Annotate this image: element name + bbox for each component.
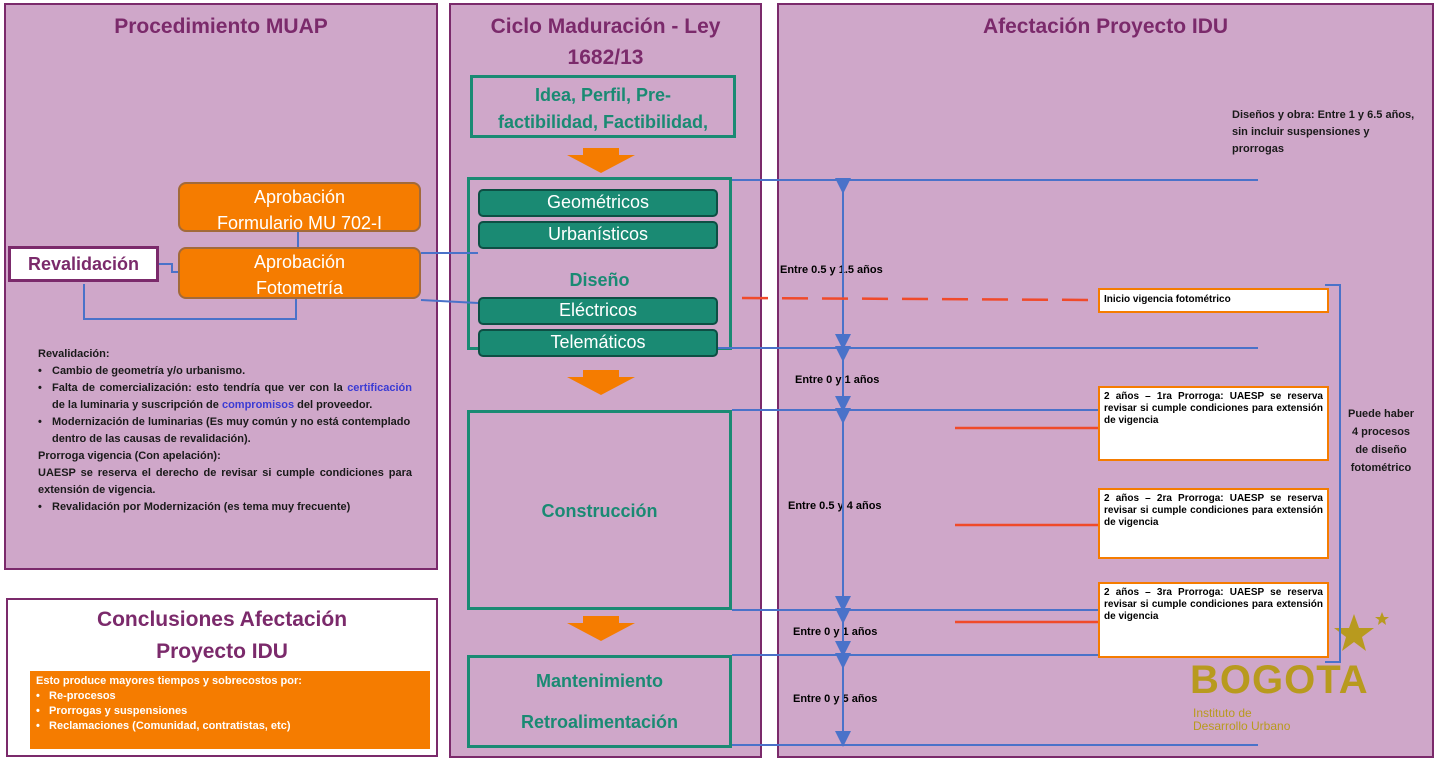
duration-label-1: Entre 0.5 y 1.5 años — [780, 264, 883, 276]
prorroga-text-1: 2 años – 1ra Prorroga: UAESP se reserva … — [1104, 391, 1323, 426]
prorroga-text-2: 2 años – 2ra Prorroga: UAESP se reserva … — [1104, 493, 1323, 528]
geometricos-box: Geométricos — [478, 189, 718, 217]
notes-bullet-2: • Falta de comercialización: esto tendrí… — [38, 382, 412, 411]
revalidacion-label: Revalidación — [27, 254, 140, 274]
conclusiones-panel: Conclusiones Afectación Proyecto IDU Est… — [6, 598, 438, 757]
construccion-label: Construcción — [541, 501, 658, 521]
idea-box: Idea, Perfil, Pre-factibilidad, Factibil… — [470, 75, 736, 138]
notes-prorroga: Prorroga vigencia (Con apelación): — [38, 450, 221, 462]
mantenimiento-box: Mantenimiento Retroalimentación — [467, 655, 732, 748]
inicio-vigencia-red-line — [741, 296, 1099, 302]
star-icon — [1334, 612, 1389, 651]
conclusiones-intro: Esto produce mayores tiempos y sobrecost… — [36, 675, 302, 687]
revalidacion-box: Revalidación — [8, 246, 159, 282]
conclusiones-title: Conclusiones Afectación Proyecto IDU — [96, 608, 348, 663]
mantenimiento-label: Mantenimiento — [535, 671, 663, 691]
urbanisticos-box: Urbanísticos — [478, 221, 718, 249]
down-arrow-2 — [567, 370, 635, 395]
logo-line1: Instituto de — [1193, 706, 1252, 720]
afectacion-title: Afectación Proyecto IDU — [982, 15, 1229, 38]
bogota-logo: BOGOTA Instituto de Desarrollo Urbano — [1190, 608, 1390, 738]
aprobacion-fotometria-line2: Fotometría — [255, 278, 344, 298]
conclusiones-item: • Reclamaciones (Comunidad, contratistas… — [36, 720, 291, 732]
notes-b2-mid: de la luminaria y suscripción de — [52, 399, 219, 411]
aprobacion-fotometria-line1: Aprobación — [253, 252, 346, 272]
certificacion-link[interactable]: certificación — [347, 382, 412, 394]
revalidacion-to-fotometria-connector — [159, 263, 178, 273]
down-arrow-1 — [567, 148, 635, 173]
construccion-box: Construcción — [467, 410, 732, 610]
notes-bullet-4: •Revalidación por Modernización (es tema… — [38, 501, 351, 513]
muap-title: Procedimiento MUAP — [114, 15, 328, 38]
prorroga-box-3: 2 años – 3ra Prorroga: UAESP se reserva … — [1098, 582, 1329, 658]
prorroga-text-3: 2 años – 3ra Prorroga: UAESP se reserva … — [1104, 587, 1323, 622]
compromisos-link[interactable]: compromisos — [221, 399, 295, 411]
electricos-box: Eléctricos — [478, 297, 718, 325]
aprobacion-formulario-line1: Aprobación — [253, 187, 346, 207]
telematicos-box: Telemáticos — [478, 329, 718, 357]
logo-name: BOGOTA — [1190, 658, 1369, 702]
inicio-vigencia-box: Inicio vigencia fotométrico — [1098, 288, 1329, 313]
ciclo-title: Ciclo Maduración - Ley 1682/13 — [490, 15, 721, 69]
idea-label: Idea, Perfil, Pre-factibilidad, Factibil… — [497, 85, 709, 132]
conclusiones-item: • Prorrogas y suspensiones — [36, 705, 188, 717]
notes-b2-post: del proveedor. — [297, 399, 373, 411]
disenos-obra-text: Diseños y obra: Entre 1 y 6.5 años, sin … — [1232, 109, 1415, 155]
prorroga-box-1: 2 años – 1ra Prorroga: UAESP se reserva … — [1098, 386, 1329, 461]
notes-uaesp: UAESP se reserva el derecho de revisar s… — [38, 467, 412, 496]
notes-b2-pre: Falta de comercialización: esto tendría … — [52, 382, 343, 394]
fotometria-to-electricos-connector — [420, 299, 479, 304]
aprobacion-formulario-box: Aprobación Formulario MU 702-I — [178, 182, 421, 233]
aprobacion-formulario-line2: Formulario MU 702-I — [216, 213, 383, 233]
duration-label-3: Entre 0.5 y 4 años — [788, 500, 882, 512]
conclusiones-item: • Re-procesos — [36, 690, 116, 702]
down-arrow-3 — [567, 616, 635, 641]
revalidacion-loop-connector — [83, 284, 297, 320]
conclusiones-list: Esto produce mayores tiempos y sobrecost… — [30, 671, 430, 749]
diseno-label: Diseño — [569, 270, 630, 290]
aprobacion-fotometria-box: Aprobación Fotometría — [178, 247, 421, 299]
muap-notes: Revalidación: •Cambio de geometría y/o u… — [38, 346, 412, 516]
retroalimentacion-label: Retroalimentación — [520, 712, 679, 732]
puede-haber-text: Puede haber 4 procesos de diseño fotomét… — [1347, 408, 1415, 474]
procesos-bracket — [1325, 284, 1341, 663]
prorroga-box-2: 2 años – 2ra Prorroga: UAESP se reserva … — [1098, 488, 1329, 559]
notes-bullet-3: •Modernización de luminarias (Es muy com… — [38, 416, 411, 445]
inicio-vigencia-text: Inicio vigencia fotométrico — [1104, 294, 1231, 305]
notes-bullet-1: •Cambio de geometría y/o urbanismo. — [38, 365, 246, 377]
notes-heading: Revalidación: — [38, 348, 110, 360]
logo-line2: Desarrollo Urbano — [1193, 719, 1291, 733]
